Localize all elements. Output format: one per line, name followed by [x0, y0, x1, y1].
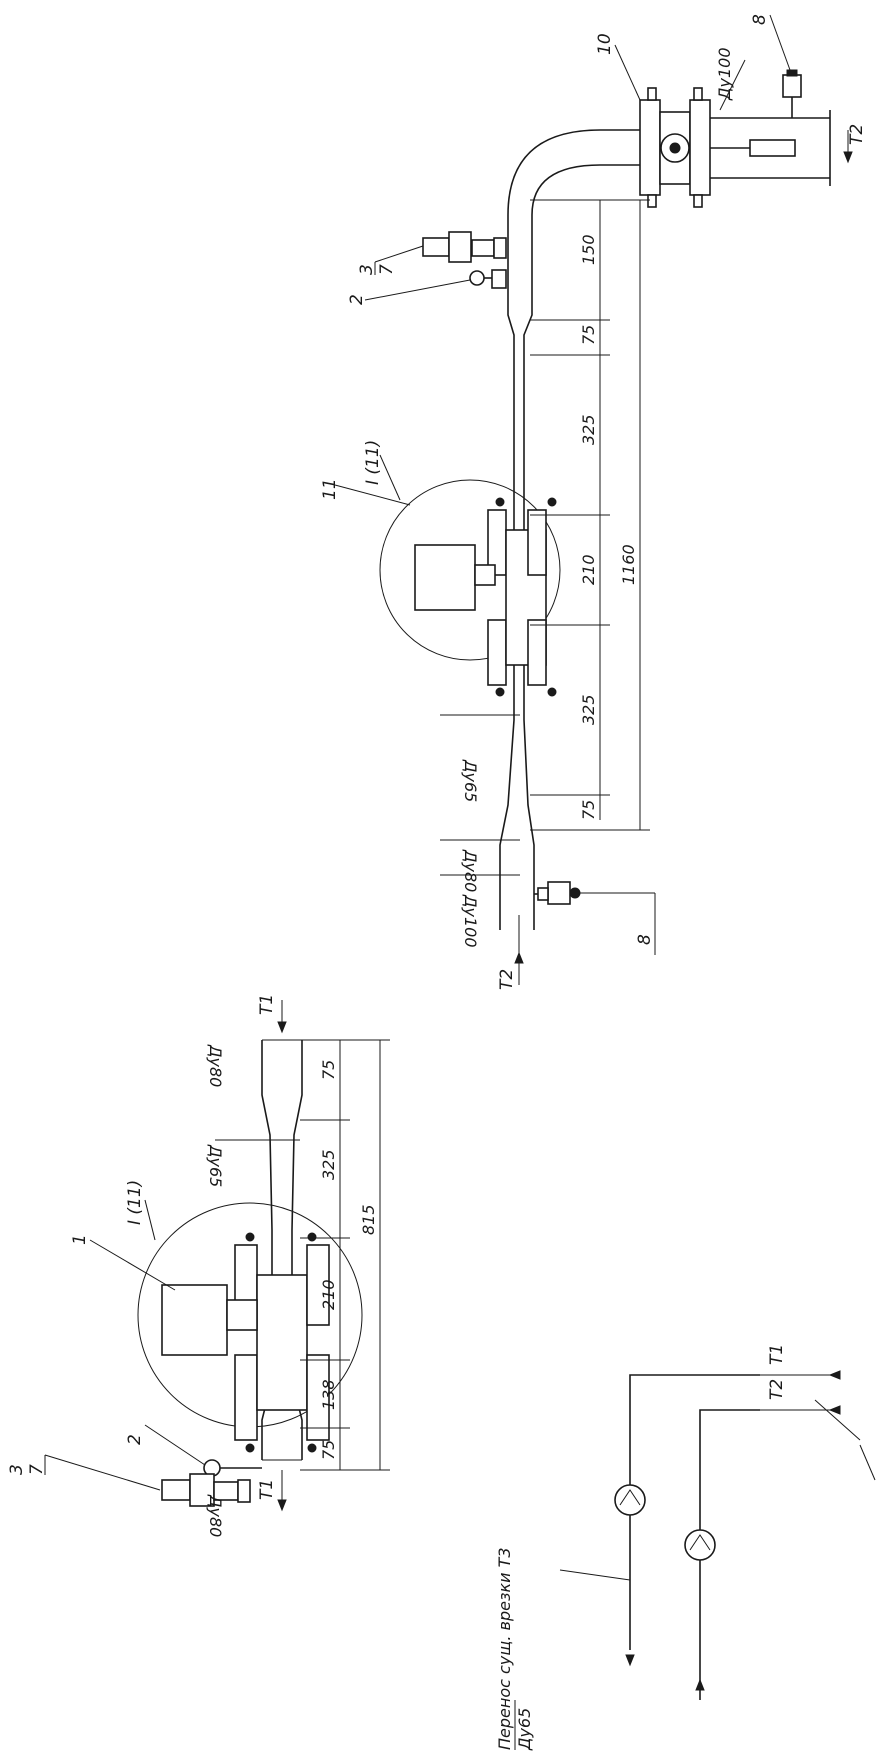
dim-138-lower: 138: [319, 1379, 338, 1410]
callout-detail-upper: I (11): [363, 440, 383, 485]
dim-1160: 1160: [619, 544, 638, 585]
dim-75-top: 75: [579, 325, 598, 345]
dim-815: 815: [359, 1204, 378, 1235]
callout-3-lower: 3: [7, 1464, 27, 1475]
callout-8-top: 8: [750, 14, 770, 25]
callout-8-bottom: 8: [635, 934, 655, 945]
upper-assembly: T2 T2: [320, 14, 867, 990]
note-dn65: Ду65: [515, 1708, 534, 1751]
flow-label-t2-bottom: T2: [497, 969, 517, 990]
dn-65-upper: Ду65: [461, 759, 480, 802]
dn-65-lower: Ду65: [206, 1144, 225, 1187]
callout-11: 11: [320, 478, 340, 500]
callout-7-lower: 7: [27, 1464, 47, 1475]
dim-75-bottom-lower: 75: [319, 1440, 338, 1460]
dim-210: 210: [579, 554, 598, 585]
callout-3-upper: 3: [357, 264, 377, 275]
dim-75-top-lower: 75: [319, 1060, 338, 1080]
flow-label-t2-top: T2: [847, 124, 867, 145]
dim-150: 150: [579, 234, 598, 265]
dim-325-lower: 325: [319, 1149, 338, 1180]
dim-75-bottom: 75: [579, 800, 598, 820]
callout-1: 1: [70, 1234, 90, 1245]
dn-100-top: Ду100: [715, 47, 734, 101]
dim-210-lower: 210: [319, 1279, 338, 1310]
callout-2-lower: 2: [125, 1434, 145, 1445]
dn-80-upper: Ду80: [461, 849, 480, 892]
callout-2-upper: 2: [347, 294, 367, 305]
dn-100-bottom: Ду100: [461, 894, 480, 948]
dim-325-bottom: 325: [579, 694, 598, 725]
lower-assembly: T1 T1 75 325 210 138 75 815 Ду80 Ду65 Ду…: [7, 994, 390, 1537]
flow-label-t1-top: T1: [257, 994, 277, 1015]
callout-7-upper: 7: [377, 264, 397, 275]
dn-80-outlet: Ду80: [206, 1494, 225, 1537]
callout-detail-lower: I (11): [125, 1180, 145, 1225]
schematic: T1 T2 Перенос сущ. врезки Т3 Ду65: [495, 1344, 876, 1751]
flow-label-t1-bottom: T1: [257, 1479, 277, 1500]
dn-80-inlet: Ду80: [206, 1044, 225, 1087]
schematic-label-t2: T2: [767, 1379, 787, 1400]
dim-325-top: 325: [579, 414, 598, 445]
callout-10: 10: [595, 33, 615, 55]
note-transfer: Перенос сущ. врезки Т3: [495, 1547, 514, 1750]
schematic-label-t1: T1: [767, 1344, 787, 1365]
